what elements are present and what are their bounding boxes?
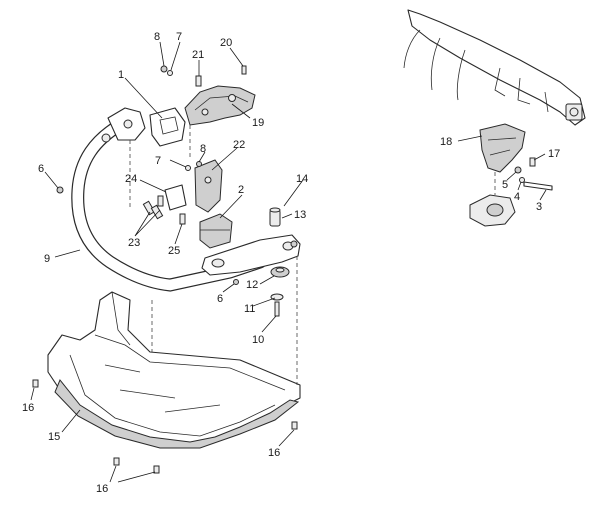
callout-8b: 8 <box>200 143 206 155</box>
callout-10: 10 <box>252 334 264 346</box>
callout-19: 19 <box>252 117 264 129</box>
leader-lines <box>30 41 547 483</box>
fasteners-left <box>32 65 298 474</box>
alignment-lines <box>129 125 298 385</box>
callout-11: 11 <box>244 303 255 315</box>
skid-plate <box>47 291 301 449</box>
callout-9: 9 <box>44 253 50 265</box>
inset-subframe <box>403 9 586 126</box>
callout-22: 22 <box>233 139 245 151</box>
callout-21: 21 <box>192 49 204 61</box>
callout-1: 1 <box>118 69 124 81</box>
callout-4: 4 <box>514 191 520 203</box>
callout-15: 15 <box>48 431 60 443</box>
callout-16b: 16 <box>96 483 108 495</box>
callout-25: 25 <box>168 245 180 257</box>
callout-12: 12 <box>246 279 258 291</box>
inset-fasteners <box>514 157 553 191</box>
inset-bracket-18 <box>479 123 526 173</box>
callout-16a: 16 <box>22 402 34 414</box>
callout-labels: 8 7 21 20 1 19 22 7 8 6 24 2 14 13 23 25… <box>22 31 560 495</box>
callout-18: 18 <box>440 136 452 148</box>
plate-24 <box>164 184 187 211</box>
callout-13: 13 <box>294 209 306 221</box>
bushing-14 <box>269 207 281 227</box>
inset-mount-4 <box>469 172 516 227</box>
callout-7b: 7 <box>155 155 161 167</box>
callout-24: 24 <box>125 173 137 185</box>
callout-3: 3 <box>536 201 542 213</box>
callout-2: 2 <box>238 184 244 196</box>
bracket-1 <box>149 107 186 147</box>
callout-8a: 8 <box>154 31 160 43</box>
bracket-22 <box>194 159 223 213</box>
callout-16c: 16 <box>268 447 280 459</box>
bushing-12 <box>270 266 290 301</box>
callout-6b: 6 <box>217 293 223 305</box>
callout-20: 20 <box>220 37 232 49</box>
callout-23: 23 <box>128 237 140 249</box>
engine-mount-bracket-19 <box>184 85 256 126</box>
callout-17: 17 <box>548 148 560 160</box>
front-tube-bar <box>71 107 267 292</box>
callout-6a: 6 <box>38 163 44 175</box>
callout-5: 5 <box>502 179 508 191</box>
callout-7a: 7 <box>176 31 182 43</box>
mount-2 <box>199 213 233 249</box>
callout-14: 14 <box>296 173 308 185</box>
